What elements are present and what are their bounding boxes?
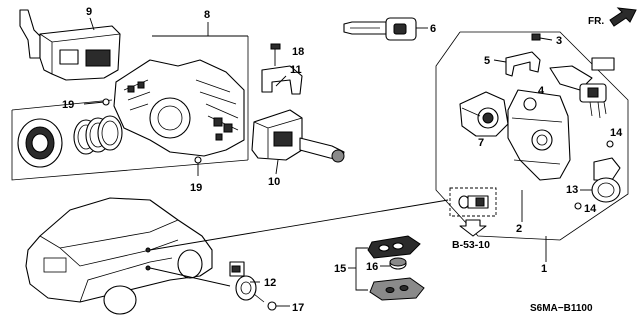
diagram-code: S6MA−B1100 [530,303,593,314]
callout-6: 6 [430,23,436,35]
callout-4: 4 [538,85,545,97]
combination-switch-lever [19,9,121,81]
callout-8: 8 [204,9,210,21]
leader-car-to-12 [149,267,231,287]
group-outline [11,99,113,111]
screw-14-lower [574,202,582,210]
direction-label: FR. [588,16,604,27]
callout-5: 5 [484,55,490,67]
bolt-18 [270,43,281,66]
ignition-cylinder-7 [459,91,509,137]
clamp-5 [505,51,541,77]
detail-dashed-box [449,187,497,217]
callout-14-lower: 14 [584,203,597,215]
key-switch-detail [458,195,489,209]
callout-13: 13 [566,184,578,196]
bolt-3 [531,33,553,41]
screw-19-upper [83,98,110,106]
callout-10: 10 [268,176,280,188]
remote-battery-16 [389,257,407,270]
callout-17: 17 [292,302,304,314]
lock-group-outline [435,31,629,241]
bolt-17 [267,301,290,311]
screw-19-lower [194,156,202,176]
key-set [549,57,615,119]
callout-9: 9 [86,6,92,18]
screw-14-upper [606,140,614,148]
callout-3: 3 [556,35,562,47]
callout-11: 11 [290,64,302,76]
reference-label: B-53-10 [452,239,490,251]
callout-19-lower: 19 [190,182,202,194]
front-direction-arrow [609,7,637,27]
switch-body-bracket [113,22,248,157]
cable-reel-rings [17,115,123,168]
callout-1: 1 [541,263,547,275]
callout-12: 12 [264,277,276,289]
callout-19-upper: 19 [62,99,74,111]
callout-2: 2 [516,223,522,235]
callout-7: 7 [478,137,484,149]
leader-car-to-detail [149,199,449,251]
key-ring-illumination-13 [591,157,621,203]
callout-15: 15 [334,263,346,275]
callout-14-upper: 14 [610,127,623,139]
turn-signal-switch [251,109,345,163]
leader-9 [89,17,95,31]
remote-transmitter-base [369,277,425,301]
key-6 [343,17,417,41]
bracket-15 [355,247,368,291]
steering-lock-body [507,89,571,181]
callout-16: 16 [366,261,378,273]
remote-transmitter-case [367,235,421,259]
reference-arrow [459,219,487,237]
vehicle-outline [25,197,213,315]
callout-18: 18 [292,46,304,58]
